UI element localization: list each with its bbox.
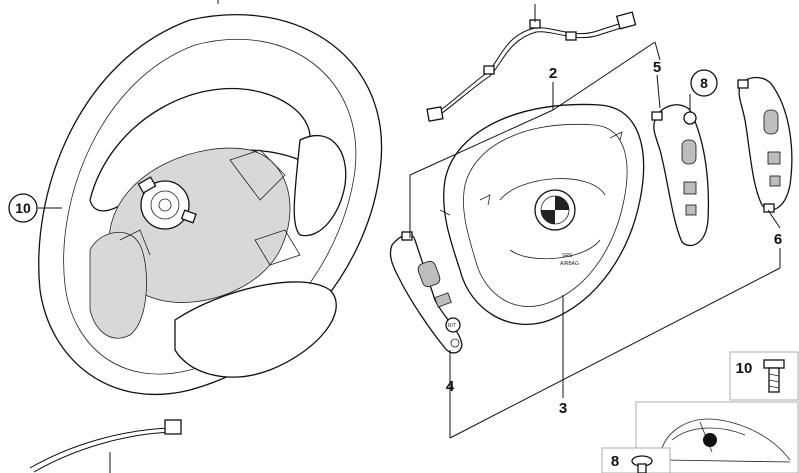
location-marker-icon (703, 433, 717, 447)
airbag-label-srs: SRS (562, 253, 573, 259)
label-switch-6: 6 (774, 231, 782, 248)
airbag-label-airbag: AIRBAG (560, 261, 579, 267)
right-multifunction-switch-front (651, 104, 710, 247)
callout-circle-screw (690, 69, 718, 97)
label-wheel: 10 (15, 200, 31, 216)
wiring-harness-top (426, 11, 637, 122)
label-airbag-3: 3 (559, 400, 567, 417)
number-labels: 10 2 5 8 6 4 3 (8, 59, 782, 417)
label-inset-screw: 8 (611, 453, 619, 470)
label-inset-bolt: 10 (736, 360, 753, 377)
switch-button-rt: R/T (448, 323, 456, 329)
inset-bolt: 10 (729, 351, 799, 401)
label-switch-4: 4 (446, 378, 455, 395)
inset-screw: 8 (601, 447, 671, 473)
label-screw-callout: 8 (700, 75, 708, 91)
leader-lines (38, 0, 781, 473)
left-multifunction-switch: R/T (389, 231, 463, 354)
steering-wheel (38, 14, 383, 395)
right-multifunction-switch-rear (737, 76, 793, 213)
label-airbag: 2 (549, 65, 557, 82)
airbag-module: SRS AIRBAG (439, 103, 645, 325)
wiring-harness-bottom (29, 419, 182, 473)
label-switch-5: 5 (653, 59, 661, 76)
callout-circle-wheel (8, 193, 38, 223)
